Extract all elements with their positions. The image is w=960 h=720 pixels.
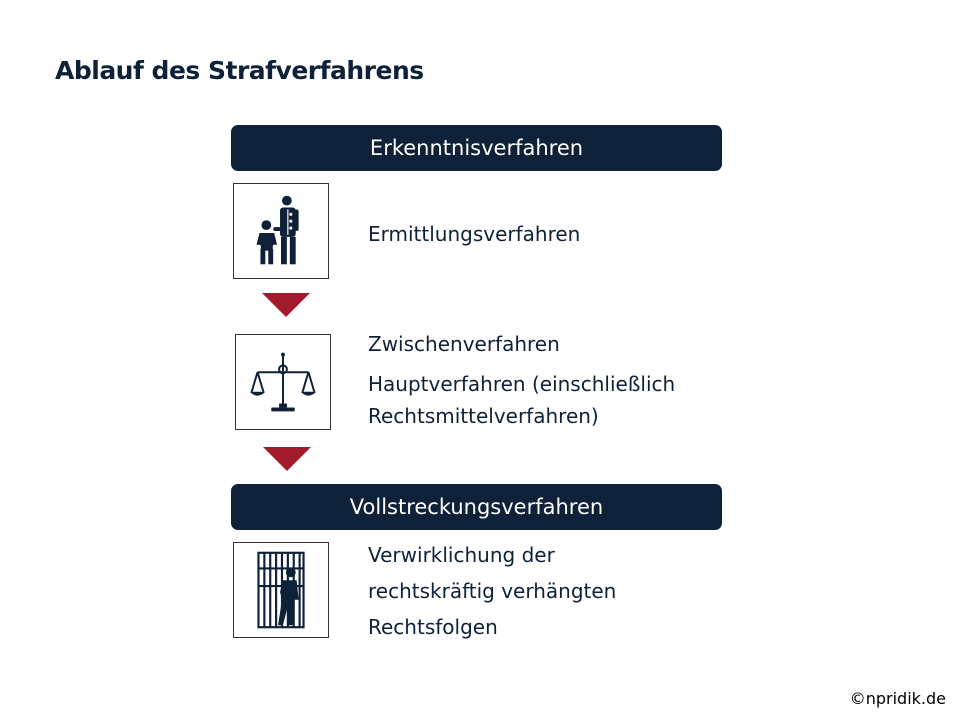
step-zwischenverfahren: Zwischenverfahren (368, 332, 560, 356)
phase-label: Vollstreckungsverfahren (349, 495, 604, 519)
step-vollstreckung-line3: Rechtsfolgen (368, 615, 498, 639)
step-ermittlungsverfahren: Ermittlungsverfahren (368, 222, 581, 246)
flow-arrow-down (262, 293, 310, 317)
flow-arrow-down (263, 447, 311, 471)
step-hauptverfahren-line1: Hauptverfahren (einschließlich (368, 372, 676, 396)
step-vollstreckung-line2: rechtskräftig verhängten (368, 579, 617, 603)
phase-header-erkenntnisverfahren: Erkenntnisverfahren (231, 125, 722, 171)
phase-header-vollstreckungsverfahren: Vollstreckungsverfahren (231, 484, 722, 530)
step-vollstreckung-line1: Verwirklichung der (368, 543, 555, 567)
scales-of-justice-icon (235, 334, 331, 430)
police-arrest-icon (233, 183, 329, 279)
prison-bars-icon (233, 542, 329, 638)
phase-label: Erkenntnisverfahren (369, 136, 584, 160)
copyright-notice: ©npridik.de (849, 689, 946, 708)
page-title: Ablauf des Strafverfahrens (55, 56, 424, 85)
step-hauptverfahren-line2: Rechtsmittelverfahren) (368, 404, 599, 428)
